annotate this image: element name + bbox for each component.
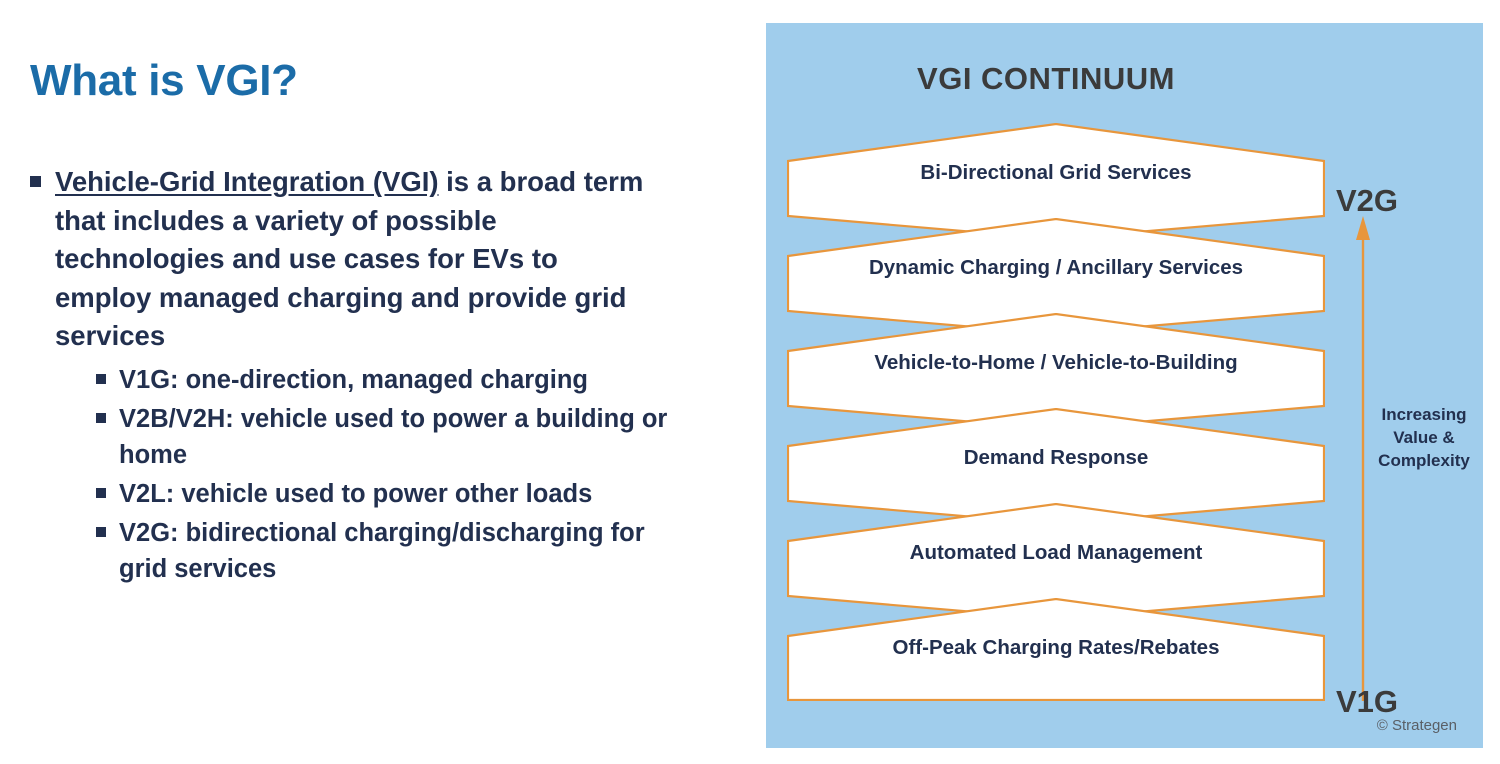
arrow-up-icon [1356, 216, 1370, 701]
chevron-stack: Bi-Directional Grid Services Dynamic Cha… [787, 123, 1325, 701]
copyright-notice: © Strategen [1376, 717, 1457, 734]
list-item-term: V2G [119, 518, 171, 547]
square-bullet-icon [30, 176, 41, 187]
square-bullet-icon [96, 526, 106, 537]
chevron-shape-icon [787, 408, 1325, 524]
list-item: V2B/V2H: vehicle used to power a buildin… [96, 401, 720, 473]
panel-title: VGI CONTINUUM [917, 61, 1175, 96]
scale-label-bottom: V1G [1336, 684, 1399, 719]
chevron-shape-icon [787, 313, 1325, 429]
chevron-shape-icon [787, 123, 1325, 239]
vgi-continuum-panel: VGI CONTINUUM Bi-Directional Grid Servic… [766, 23, 1483, 748]
page-title: What is VGI? [30, 56, 298, 105]
list-item-text: V2B/V2H: vehicle used to power a buildin… [119, 401, 679, 473]
list-item: V2L: vehicle used to power other loads [96, 476, 720, 512]
scale-caption: Increasing Value & Complexity [1378, 405, 1470, 470]
list-item-text: V2G: bidirectional charging/discharging … [119, 515, 679, 587]
list-item-term: V2L [119, 479, 166, 508]
scale-label-top: V2G [1336, 183, 1399, 218]
list-item-term: V1G [119, 365, 171, 394]
chevron-shape-icon [787, 218, 1325, 334]
square-bullet-icon [96, 373, 106, 384]
list-item-body: : vehicle used to power other loads [165, 479, 593, 508]
list-item-text: V1G: one-direction, managed charging [119, 362, 588, 398]
chevron-shape-icon [787, 503, 1325, 619]
list-item-text: Vehicle-Grid Integration (VGI) is a broa… [55, 163, 655, 356]
list-item-text: V2L: vehicle used to power other loads [119, 476, 592, 512]
list-item-term: V2B/V2H [119, 404, 226, 433]
bullet-list: Vehicle-Grid Integration (VGI) is a broa… [30, 163, 720, 590]
increasing-value-arrow-icon [1356, 216, 1370, 701]
square-bullet-icon [96, 487, 106, 498]
list-item-lead-term: Vehicle-Grid Integration (VGI) [55, 166, 439, 197]
list-item: Vehicle-Grid Integration (VGI) is a broa… [30, 163, 720, 356]
square-bullet-icon [96, 412, 106, 423]
list-item-body: is a broad term that includes a variety … [55, 166, 644, 351]
chevron-shape-icon [787, 598, 1325, 701]
list-item: V1G: one-direction, managed charging [96, 362, 720, 398]
list-item-body: : vehicle used to power a building or ho… [119, 404, 668, 469]
list-item: V2G: bidirectional charging/discharging … [96, 515, 720, 587]
chevron-step[interactable]: Off-Peak Charging Rates/Rebates [787, 598, 1325, 701]
left-content-column: What is VGI? Vehicle-Grid Integration (V… [0, 0, 740, 764]
list-item-body: : one-direction, managed charging [170, 365, 588, 394]
list-item-body: : bidirectional charging/discharging for… [119, 518, 645, 583]
